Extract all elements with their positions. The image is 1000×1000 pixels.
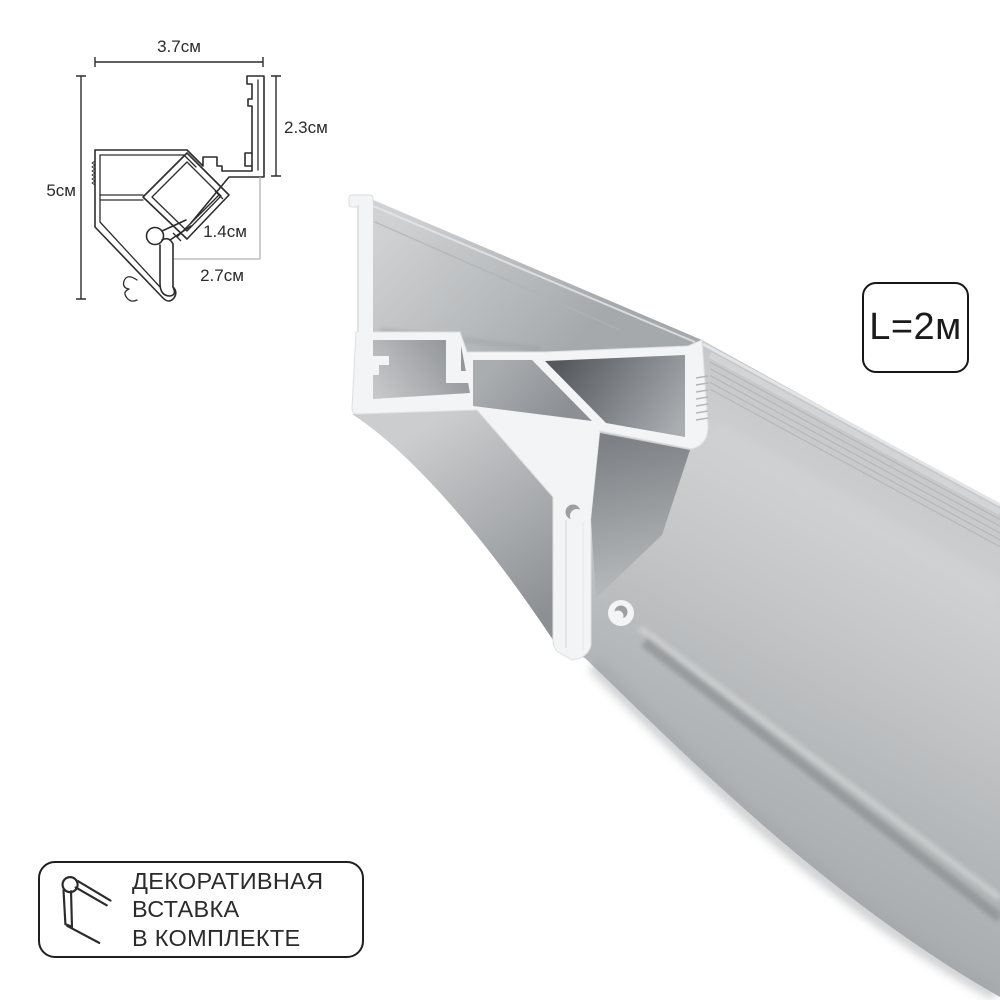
cross-section-diagram (91, 75, 265, 302)
insert-box (142, 152, 230, 240)
dim-bottom-width: 2.7см (200, 266, 244, 285)
serrated-edge (695, 375, 709, 421)
dimension-lines (76, 57, 281, 300)
dim-top-width: 3.7см (157, 37, 201, 56)
dim-insert-width: 1.4см (203, 222, 247, 241)
channel-lip-left (370, 356, 389, 375)
channel-lip-right (446, 340, 476, 383)
hook-circle (145, 226, 165, 246)
lower-cavity (591, 433, 690, 598)
length-badge-label: L=2м (869, 306, 962, 348)
ridge-lines (709, 361, 1000, 548)
length-badge: L=2м (862, 282, 969, 373)
insert-note-text: ДЕКОРАТИВНАЯ ВСТАВКА В КОМПЛЕКТЕ (132, 867, 323, 953)
dim-left-height: 5см (46, 181, 76, 200)
under-wedge (352, 410, 553, 640)
hook-detail-upper (560, 499, 590, 529)
insert-note-line-1: ДЕКОРАТИВНАЯ (132, 867, 324, 894)
profile-3d-render (348, 194, 1000, 1000)
dim-right-height: 2.3см (284, 118, 328, 137)
section-outline (94, 75, 265, 224)
led-cavity (545, 355, 685, 437)
insert-note-line-2: ВСТАВКА (132, 896, 240, 923)
hook-detail-lower (608, 600, 634, 626)
channel-cavity (373, 340, 470, 399)
insert-profile-icon (61, 875, 112, 944)
insert-note-line-3: В КОМПЛЕКТЕ (132, 924, 301, 951)
insert-note-box: ДЕКОРАТИВНАЯ ВСТАВКА В КОМПЛЕКТЕ (38, 861, 364, 958)
